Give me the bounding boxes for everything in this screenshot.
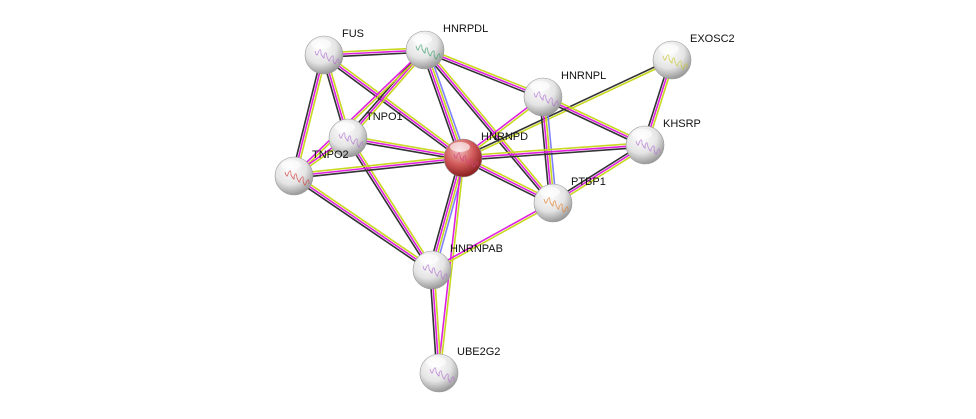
node-fus[interactable]: FUS — [304, 28, 364, 75]
node-highlight — [450, 142, 470, 152]
node-ube2g2[interactable]: UBE2G2 — [419, 346, 500, 393]
node-highlight — [530, 81, 550, 91]
node-label: FUS — [342, 28, 364, 40]
node-label: EXOSC2 — [690, 33, 735, 45]
edge-line-experiments — [424, 49, 544, 98]
edge-line-textmining — [348, 135, 464, 157]
edge-hnrpdl-tnpo2[interactable] — [292, 48, 427, 178]
node-highlight — [426, 357, 446, 367]
edge-line-textmining — [349, 136, 435, 270]
node-label: TNPO2 — [312, 149, 349, 161]
edge-tnpo2-hnrnpd[interactable] — [293, 155, 464, 179]
protein-structure-icon — [314, 49, 340, 65]
edge-line-experiments — [347, 137, 433, 271]
edge-line-experiments — [431, 201, 553, 270]
edge-line-textmining — [295, 55, 327, 177]
protein-structure-icon — [422, 264, 448, 280]
node-tnpo1[interactable]: TNPO1 — [328, 111, 403, 158]
edge-line-experiments — [430, 157, 463, 270]
node-highlight — [311, 39, 331, 49]
node-label: HNRNPL — [561, 70, 606, 82]
edge-line-experiments — [462, 144, 646, 159]
edge-line-experiments — [293, 54, 325, 177]
protein-structure-icon — [429, 367, 455, 383]
edge-line-textmining — [463, 60, 673, 160]
edge-line-coexpression — [347, 139, 463, 161]
node-label: HNRNPAB — [450, 243, 503, 255]
edge-tnpo1-hnrnpab[interactable] — [345, 136, 435, 272]
edge-hnrnpd-hnrnpab[interactable] — [428, 156, 467, 272]
node-hnrnpl[interactable]: HNRNPL — [523, 70, 606, 117]
edge-line-database — [434, 158, 467, 272]
edge-line-textmining — [439, 158, 465, 374]
node-label: PTBP1 — [571, 176, 606, 188]
node-label: TNPO1 — [366, 111, 403, 123]
edge-ptbp1-hnrnpab[interactable] — [431, 201, 554, 272]
node-khsrp[interactable]: KHSRP — [625, 118, 701, 165]
node-exosc2[interactable]: EXOSC2 — [652, 33, 735, 80]
node-highlight — [419, 254, 439, 264]
edge-line-experiments — [323, 54, 464, 159]
protein-structure-icon — [635, 139, 661, 155]
edge-fus-tnpo2[interactable] — [291, 54, 327, 177]
edge-line-experiments — [292, 48, 425, 176]
edge-tnpo2-hnrnpab[interactable] — [292, 173, 434, 273]
edge-line-textmining — [426, 48, 556, 203]
node-highlight — [412, 34, 432, 44]
node-tnpo2[interactable]: TNPO2 — [274, 149, 349, 196]
edge-line-textmining — [293, 155, 463, 175]
protein-structure-icon — [284, 170, 310, 186]
edge-line-coexpression — [421, 50, 461, 160]
edge-line-coexpression — [463, 146, 646, 161]
edge-line-experiments — [347, 137, 464, 159]
edge-line-coexpression — [345, 138, 431, 272]
edge-hnrnpd-khsrp[interactable] — [462, 142, 646, 161]
edge-tnpo1-hnrnpd[interactable] — [347, 135, 464, 161]
protein-structure-icon — [662, 54, 688, 70]
edge-line-database — [427, 48, 467, 158]
edge-line-textmining — [425, 47, 545, 96]
node-hnrpdl[interactable]: HNRPDL — [405, 23, 488, 70]
node-highlight — [335, 122, 355, 132]
node-label: HNRPDL — [443, 23, 488, 35]
edge-line-coexpression — [292, 177, 432, 273]
protein-structure-icon — [543, 197, 569, 213]
node-ptbp1[interactable]: PTBP1 — [533, 176, 606, 223]
edge-line-experiments — [293, 175, 433, 271]
node-hnrnpab[interactable]: HNRNPAB — [412, 243, 503, 290]
node-hnrnpd[interactable]: HNRNPD — [443, 131, 528, 178]
edge-line-coexpression — [423, 51, 543, 100]
node-highlight — [281, 160, 301, 170]
edge-fus-hnrnpd[interactable] — [322, 52, 465, 161]
protein-structure-icon — [533, 91, 559, 107]
edge-line-coexpression — [422, 50, 552, 205]
edge-hnrpdl-hnrnpl[interactable] — [423, 47, 545, 100]
node-highlight — [632, 129, 652, 139]
protein-structure-icon — [453, 152, 479, 168]
edge-line-textmining — [349, 50, 428, 140]
edge-line-experiments — [293, 157, 464, 177]
edge-line-coexpression — [294, 159, 464, 179]
node-highlight — [540, 187, 560, 197]
edge-line-coexpression — [322, 56, 463, 161]
node-highlight — [659, 44, 679, 54]
edge-line-coexpression — [291, 54, 323, 176]
protein-structure-icon — [415, 44, 441, 60]
node-label: HNRNPD — [481, 131, 528, 143]
edge-line-textmining — [462, 142, 645, 157]
edge-line-textmining — [294, 173, 434, 269]
node-label: UBE2G2 — [457, 346, 500, 358]
edge-line-textmining — [324, 52, 465, 157]
edge-hnrpdl-ptbp1[interactable] — [422, 48, 556, 205]
edge-line-textmining — [294, 50, 427, 178]
protein-structure-icon — [338, 132, 364, 148]
node-label: KHSRP — [663, 118, 701, 130]
edge-line-coexpression — [428, 156, 461, 270]
edge-line-textmining — [432, 158, 465, 271]
edge-line-textmining — [432, 203, 554, 272]
edge-line-experiments — [424, 49, 554, 204]
